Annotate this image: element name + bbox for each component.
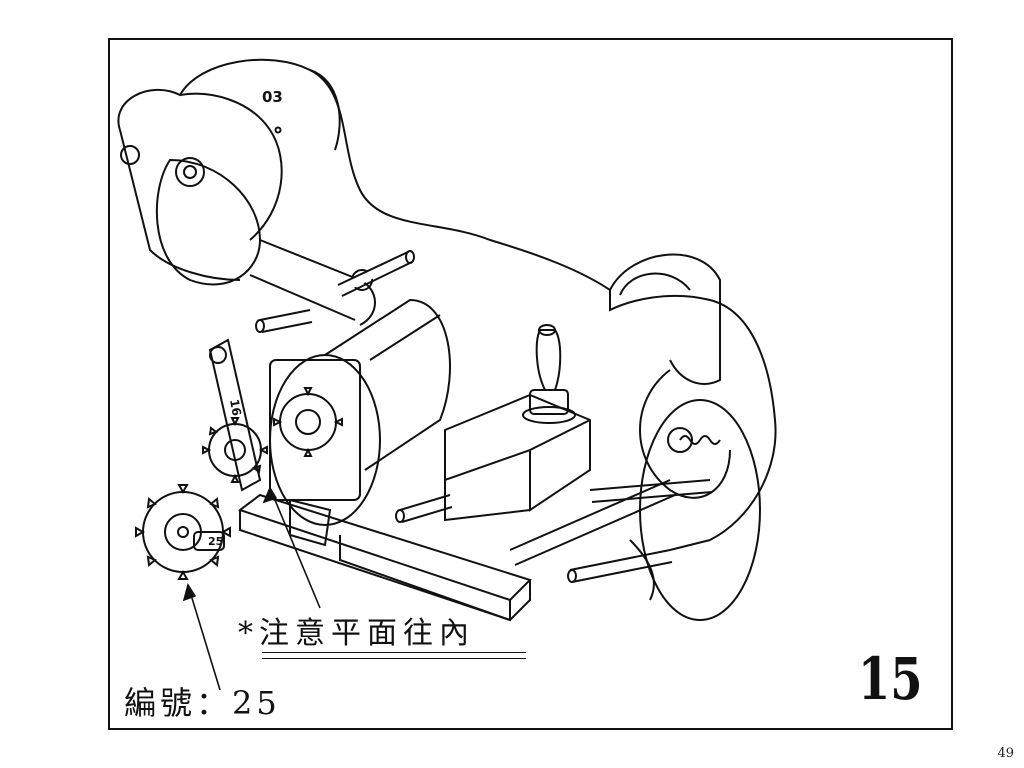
part-mark-25: 25 <box>208 535 223 548</box>
switch-bracket <box>444 393 591 522</box>
rear-leg <box>609 253 761 621</box>
motor <box>269 298 451 526</box>
assembly-drawing: 03 16 25 <box>117 58 777 691</box>
upper-arm <box>120 145 376 326</box>
link-16 <box>208 338 262 492</box>
gear-25 <box>135 484 231 580</box>
arrowhead <box>182 583 197 602</box>
spring <box>679 435 721 445</box>
page-number: 49 <box>997 746 1014 761</box>
axles <box>255 250 713 583</box>
instruction-caption: *注意平面往內 <box>238 616 475 651</box>
base-platform <box>237 493 532 622</box>
part-mark-03: 03 <box>262 88 283 106</box>
body-plate <box>117 58 777 551</box>
arrowhead <box>262 486 278 504</box>
hole-mark <box>274 126 282 134</box>
motor-gear <box>273 387 343 457</box>
base-block <box>289 498 332 547</box>
illustration-frame: 03 16 25 <box>108 38 953 730</box>
small-gear <box>202 417 268 483</box>
part-number-label: 編號：25 <box>124 684 281 722</box>
part-mark-16: 16 <box>227 398 244 417</box>
step-number: 15 <box>858 645 923 713</box>
pointer-arrows <box>182 486 321 691</box>
arrow-to-flat-face <box>269 487 321 609</box>
toggle-switch <box>522 324 576 424</box>
arrow-to-gear <box>187 584 221 691</box>
caption-underline <box>262 652 526 659</box>
